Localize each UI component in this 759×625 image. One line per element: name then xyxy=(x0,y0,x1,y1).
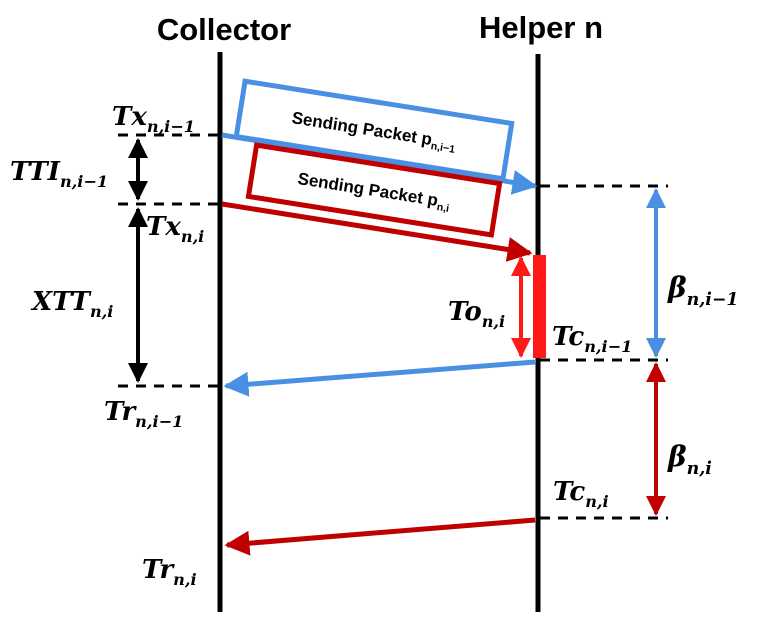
processing-bar xyxy=(533,255,546,358)
label-tx-curr: Txn,i xyxy=(146,212,204,246)
label-tx-prev: Txn,i−1 xyxy=(112,102,195,136)
helper-header: Helper n xyxy=(479,10,603,45)
label-xtt-curr: XTTn,i xyxy=(30,287,113,321)
label-to-curr: Ton,i xyxy=(448,297,505,331)
packet-box-prev: Sending Packet pn,i−1 xyxy=(233,78,515,182)
label-tc-prev: Tcn,i−1 xyxy=(552,322,632,356)
collector-header: Collector xyxy=(157,12,291,47)
send-arrow-curr xyxy=(221,201,533,262)
label-beta-prev: βn,i−1 xyxy=(667,271,738,310)
label-tr-prev: Trn,i−1 xyxy=(104,397,183,431)
packet-box-curr: Sending Packet pn,i xyxy=(245,142,503,238)
label-tr-curr: Trn,i xyxy=(142,555,197,589)
return-arrow-curr xyxy=(224,517,536,556)
label-tc-curr: Tcn,i xyxy=(553,477,609,511)
label-beta-curr: βn,i xyxy=(667,440,712,479)
label-tti-prev: TTIn,i−1 xyxy=(10,157,108,191)
return-arrow-prev xyxy=(223,359,536,397)
